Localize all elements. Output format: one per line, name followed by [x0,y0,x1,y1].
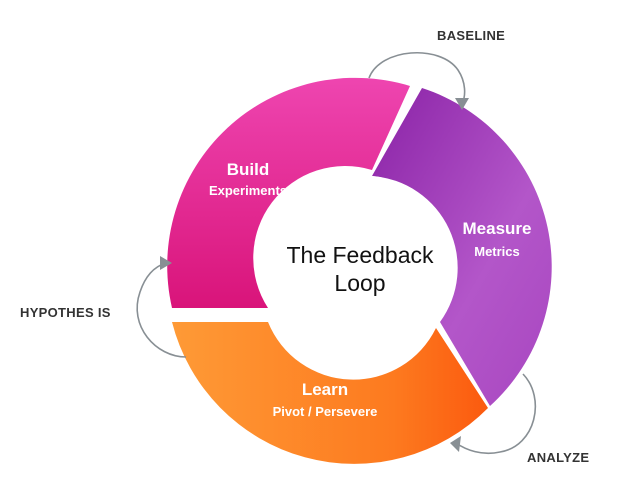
learn-title: Learn [302,380,348,399]
baseline-loop-arrow [368,52,466,105]
build-subtitle: Experiments [209,183,287,198]
hypothesis-loop-arrow [136,262,187,358]
baseline-label: BASELINE [437,28,505,43]
analyze-label: ANALYZE [527,450,589,465]
baseline-arrow-head [455,98,469,110]
analyze-arrow-head [450,436,461,452]
hypothesis-arrow-head [160,256,172,270]
build-title: Build [227,160,270,179]
measure-title: Measure [463,219,532,238]
learn-subtitle: Pivot / Persevere [273,404,378,419]
segment-measure [372,88,552,406]
hypothesis-label: HYPOTHES IS [20,305,111,320]
center-circle [268,175,452,359]
segment-learn [172,322,488,464]
center-title-line1: The Feedback [286,242,434,268]
measure-subtitle: Metrics [474,244,520,259]
analyze-loop-arrow [455,373,537,455]
center-title-line2: Loop [334,270,385,296]
segment-build [167,77,410,308]
